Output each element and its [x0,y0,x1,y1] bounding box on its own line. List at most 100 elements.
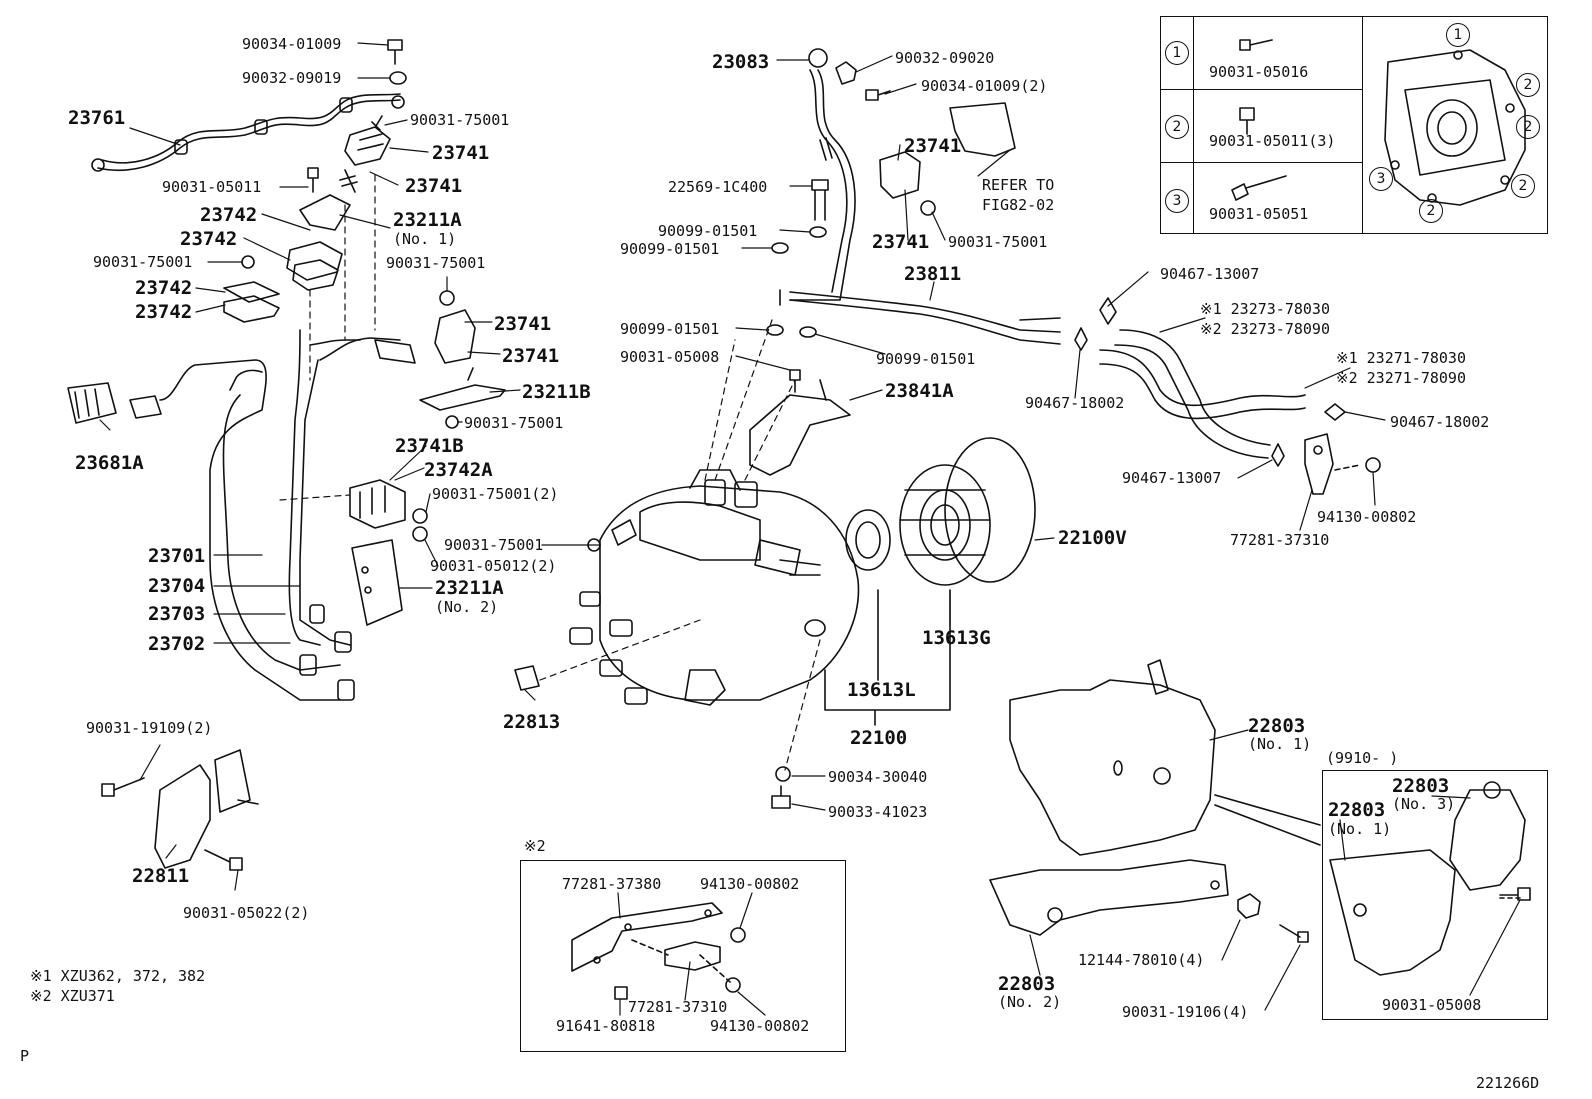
plug-22813 [514,665,540,691]
bracket-23211B [419,384,506,411]
9910-inset-box [1322,770,1548,1020]
bolt-90031-05011 [307,167,319,193]
label-94130-00802-b: 94130-00802 [700,875,800,893]
seal-13613L [845,509,891,571]
bolt-90031-05008-a [789,369,801,393]
table-row-3-number: 3 [1165,189,1189,213]
bolt-90034-01009-2 [865,89,891,101]
label-90031-75001-c: 90031-75001 [386,254,486,272]
bracket-23211A-no1 [299,194,351,231]
nut-90031-75001-f [920,200,936,216]
label-23211B: 23211B [522,381,591,403]
label-90031-05008-b: 90031-05008 [1382,996,1482,1014]
bolt-90033-41023 [771,785,791,809]
cover-22803-no1 [1009,679,1216,856]
label-90034-01009-2: 90034-01009(2) [921,77,1048,95]
clamp-23742-c [223,281,280,303]
label-90467-13007-a: 90467-13007 [1160,265,1260,283]
table-row-1-number: 1 [1165,41,1189,65]
label-90032-09020: 90032-09020 [895,49,995,67]
label-no3: (No. 3) [1392,795,1456,813]
label-13613G: 13613G [922,627,991,649]
label-fig82-02: FIG82-02 [982,196,1055,214]
clamp-23741-upper [344,126,391,166]
label-23701: 23701 [148,545,206,567]
label-23703: 23703 [148,603,206,625]
label-90034-30040: 90034-30040 [828,768,928,786]
pipe-23811 [789,291,1061,333]
label-22803-no1-inset: 22803 [1328,799,1386,821]
nut-94130-00802-c [725,977,741,993]
washer-90032-09019 [389,71,407,85]
footnote-1: ※1 XZU362, 372, 382 [30,967,206,985]
label-23761: 23761 [68,107,126,129]
clip-90467-18002-b [1324,403,1346,421]
label-22100V: 22100V [1058,527,1127,549]
label-90467-18002-b: 90467-18002 [1390,413,1490,431]
label-23742-b: 23742 [180,228,238,250]
pipe-23702 [299,337,401,646]
label-13613L: 13613L [847,679,916,701]
label-90031-19106-4: 90031-19106(4) [1122,1003,1249,1021]
washer-90099-01501-d [799,326,817,338]
label-23273-78090: ※2 23273-78090 [1200,320,1330,338]
label-77281-37380: 77281-37380 [562,875,662,893]
bolt-91641-80818 [614,986,628,1000]
nut-90031-75001-c [439,290,455,306]
hose-23273 [1119,329,1271,446]
bolt-90031-19106 [1279,924,1309,943]
nut-90031-75001-b [241,255,255,269]
label-no2-a: (No. 2) [435,598,499,616]
clip-90467-13007-b [1271,443,1285,467]
label-12144-78010-4: 12144-78010(4) [1078,951,1205,969]
label-x2-inset: ※2 [524,837,546,855]
bolt-90031-05022 [204,849,243,871]
label-23273-78030: ※1 23273-78030 [1200,300,1330,318]
washer-90032-09020 [835,61,857,85]
pipe-23083 [789,69,856,301]
label-91641-80818: 91641-80818 [556,1017,656,1035]
label-22569-1C400: 22569-1C400 [668,178,768,196]
bracket-refer [949,102,1016,157]
clamp-77281-37310-b [664,941,721,971]
label-90099-01501-a: 90099-01501 [658,222,758,240]
label-22100: 22100 [850,727,908,749]
label-94130-00802-c: 94130-00802 [710,1017,810,1035]
washer-90099-01501-b [771,242,789,254]
label-23083: 23083 [712,51,770,73]
table-row-1-part: 90031-05016 [1209,63,1309,81]
label-90031-05008-a: 90031-05008 [620,348,720,366]
label-23741-d: 23741 [502,345,560,367]
label-23271-78030: ※1 23271-78030 [1336,349,1466,367]
label-23741-e: 23741 [904,135,962,157]
washer-90099-01501-a [809,226,827,238]
label-90034-01009-a: 90034-01009 [242,35,342,53]
clamp-23741B [349,479,406,529]
clamp-23741-e [879,151,921,199]
footnote-2: ※2 XZU371 [30,987,115,1005]
label-no1-a: (No. 1) [393,230,457,248]
bolt-90034-01009 [387,39,403,65]
hose-23271 [1099,349,1306,407]
bolt-90031-75001-a [371,115,383,131]
table-col-divider [1193,17,1194,233]
label-90031-19109-2: 90031-19109(2) [86,719,213,737]
label-77281-37310-b: 77281-37310 [628,998,728,1016]
label-23681A: 23681A [75,452,144,474]
cover-22803-no1-inset [1329,849,1456,976]
figure-code: 221266D [1476,1074,1540,1092]
label-no1-b: (No. 1) [1248,735,1312,753]
clip-90467-18002-a [1074,327,1088,351]
label-94130-00802-a: 94130-00802 [1317,508,1417,526]
label-22811: 22811 [132,865,190,887]
clamp-23742-b [292,259,339,291]
cover-22803-no2 [989,859,1229,936]
nut-94130-00802-a [1365,457,1381,473]
nut-90031-75001-d [445,415,459,429]
banjo-23083 [808,48,828,68]
label-77281-37310-a: 77281-37310 [1230,531,1330,549]
label-23841A: 23841A [885,380,954,402]
ring-22100V [944,437,1036,583]
pipe-23761-end [91,158,105,172]
pipe-23703 [288,329,321,646]
